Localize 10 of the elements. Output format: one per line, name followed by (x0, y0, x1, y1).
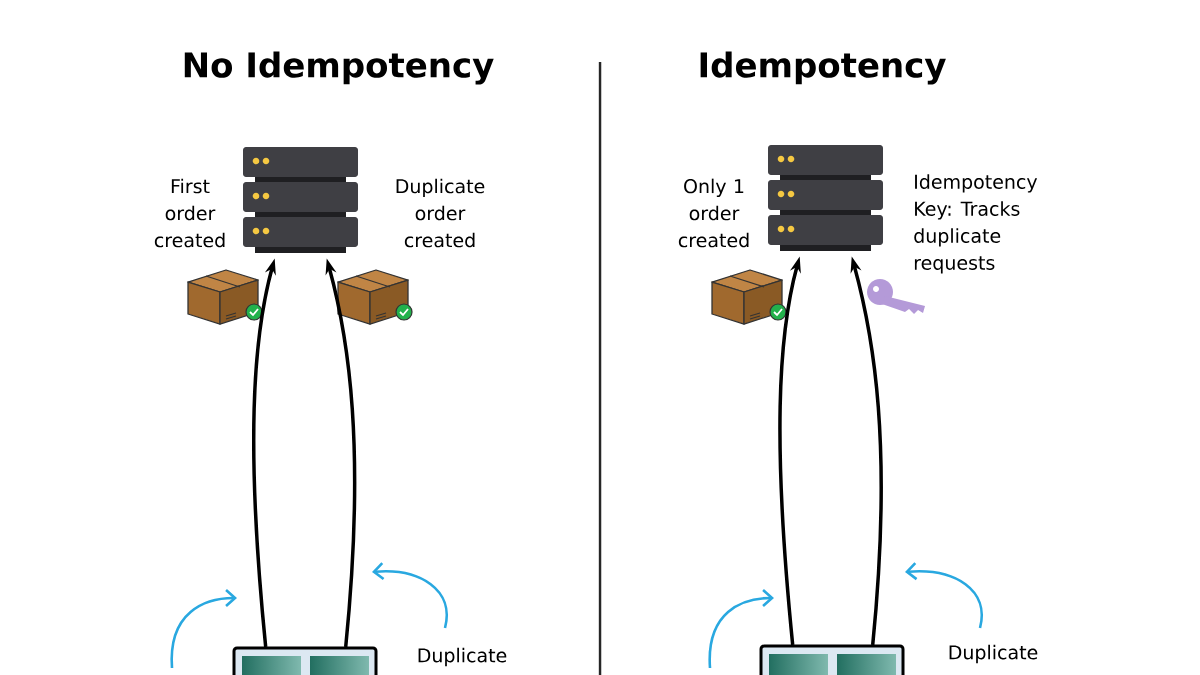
caption-text: Duplicate order created (396, 178, 485, 248)
server-drawing (243, 147, 358, 253)
heading: No Idempotency (184, 51, 494, 85)
heading: Idempotency (700, 51, 946, 85)
caption-text: Duplicate (418, 647, 507, 667)
caption-text: Idempotency Key: Tracks duplicate requests (914, 174, 1038, 274)
caption-text: Only 1 order created (678, 178, 749, 248)
caption-text: Duplicate (949, 644, 1038, 664)
caption-text: First order created (154, 178, 225, 248)
server-drawing (768, 145, 883, 251)
